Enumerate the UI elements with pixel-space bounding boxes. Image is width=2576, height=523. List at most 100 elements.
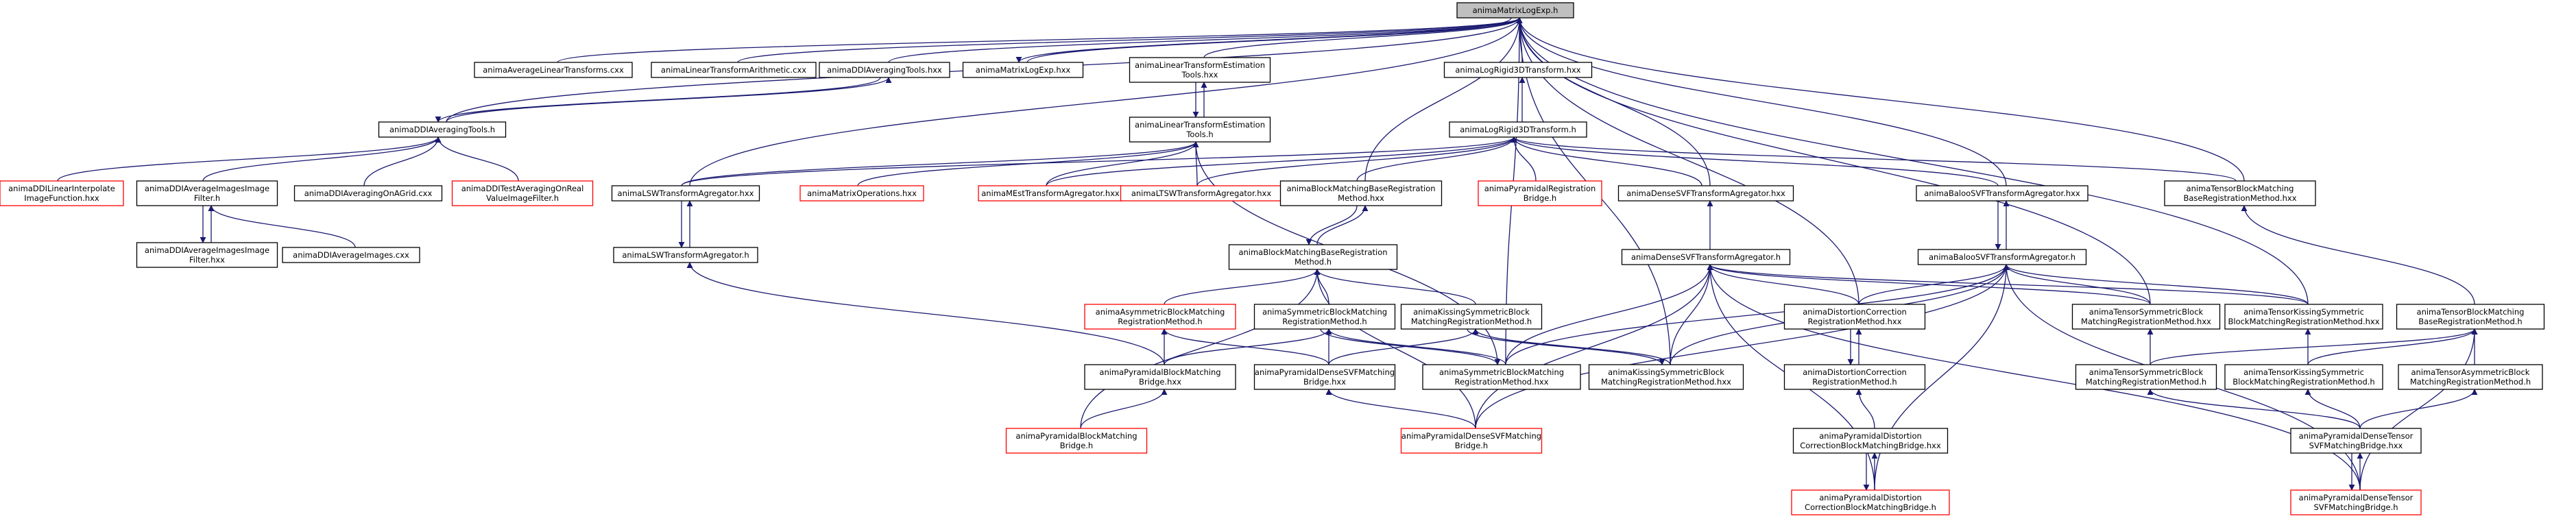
file-node-label: animaTensorSymmetricBlock — [2089, 367, 2204, 377]
file-node-n15[interactable]: animaMatrixOperations.hxx — [799, 185, 924, 202]
file-node-box — [136, 242, 278, 268]
file-node-n27[interactable]: animaDenseSVFTransformAgregator.h — [1621, 249, 1791, 265]
file-node-box — [799, 185, 924, 202]
dependency-edge — [202, 136, 442, 182]
file-node-n21[interactable]: animaBalooSVFTransformAgregator.hxx — [1916, 185, 2089, 202]
dependency-edge — [1855, 389, 1875, 429]
file-node-label: RegistrationMethod.h — [1282, 317, 1367, 326]
file-node-box — [378, 121, 507, 138]
dependency-edge — [363, 136, 442, 186]
dependency-edge — [1164, 328, 1332, 365]
file-node-n4[interactable]: animaMatrixLogExp.hxx — [962, 62, 1084, 78]
file-node-n3[interactable]: animaDDIAveragingTools.hxx — [819, 62, 950, 78]
file-node-n13[interactable]: animaDDITestAveragingOnRealValueImageFil… — [451, 180, 594, 206]
file-node-n46[interactable]: animaPyramidalDistortionCorrectionBlockM… — [1792, 428, 1949, 454]
file-node-n35[interactable]: animaTensorBlockMatchingBaseRegistration… — [2396, 304, 2545, 330]
dependency-edge — [1164, 269, 1321, 305]
file-node-label: RegistrationMethod.hxx — [1454, 377, 1548, 387]
file-node-n14[interactable]: animaLSWTransformAgregator.hxx — [611, 185, 760, 202]
file-node-n10[interactable]: animaDDILinearInterpolateImageFunction.h… — [0, 180, 124, 206]
file-node-n17[interactable]: animaLTSWTransformAgregator.hxx — [1120, 185, 1283, 202]
file-node-n28[interactable]: animaBalooSVFTransformAgregator.h — [1917, 249, 2087, 265]
file-node-box — [2075, 364, 2217, 390]
file-node-label: animaPyramidalRegistration — [1484, 184, 1596, 193]
file-node-n31[interactable]: animaKissingSymmetricBlockMatchingRegist… — [1400, 304, 1543, 330]
file-node-n20[interactable]: animaDenseSVFTransformAgregator.hxx — [1617, 185, 1794, 202]
file-node-n22[interactable]: animaTensorBlockMatchingBaseRegistration… — [2164, 180, 2316, 206]
dependency-edge — [1314, 269, 1476, 305]
file-node-n1[interactable]: animaAverageLinearTransforms.cxx — [474, 62, 633, 78]
file-node-n47[interactable]: animaPyramidalDenseTensorSVFMatchingBrid… — [2290, 428, 2422, 454]
file-node-label: Method.hxx — [1338, 193, 1384, 203]
file-node-n12[interactable]: animaDDIAveragingOnAGrid.cxx — [293, 185, 443, 202]
file-node-box — [282, 247, 420, 263]
file-node-n18[interactable]: animaBlockMatchingBaseRegistrationMethod… — [1279, 180, 1443, 206]
dependency-edge — [737, 17, 1523, 63]
file-node-n29[interactable]: animaAsymmetricBlockMatchingRegistration… — [1084, 304, 1236, 330]
file-node-n7[interactable]: animaDDIAveragingTools.h — [378, 121, 507, 138]
file-node-label: animaBalooSVFTransformAgregator.hxx — [1924, 188, 2080, 198]
file-node-label: animaPyramidalDistortion — [1819, 431, 1922, 441]
file-node-box — [1400, 304, 1543, 330]
dependency-edge — [1015, 17, 1512, 63]
file-node-n49[interactable]: animaPyramidalDenseTensorSVFMatchingBrid… — [2290, 489, 2422, 515]
file-node-label: animaLSWTransformAgregator.hxx — [618, 188, 754, 198]
file-node-box — [1478, 180, 1602, 206]
file-node-n6[interactable]: animaLogRigid3DTransform.hxx — [1443, 62, 1593, 78]
file-node-n34[interactable]: animaTensorKissingSymmetricBlockMatching… — [2224, 304, 2383, 330]
dependency-edge — [208, 205, 356, 248]
file-node-label: animaAsymmetricBlockMatching — [1096, 307, 1225, 317]
file-node-n39[interactable]: animaKissingSymmetricBlockMatchingRegist… — [1588, 364, 1744, 390]
dependency-edge — [681, 141, 1199, 186]
file-node-label: animaPyramidalDenseSVFMatching — [1255, 367, 1395, 377]
dependency-edge — [1080, 269, 1321, 429]
file-node-n0[interactable]: animaMatrixLogExp.h — [1456, 2, 1574, 19]
file-node-box — [651, 62, 817, 78]
file-node-n33[interactable]: animaTensorSymmetricBlockMatchingRegistr… — [2071, 304, 2221, 330]
file-node-n9[interactable]: animaLogRigid3DTransform.h — [1449, 121, 1587, 138]
file-node-box — [819, 62, 950, 78]
file-node-n32[interactable]: animaDistortionCorrectionRegistrationMet… — [1783, 304, 1926, 330]
file-node-label: animaPyramidalDenseTensor — [2299, 493, 2414, 502]
file-node-n16[interactable]: animaMEstTransformAgregator.hxx — [978, 185, 1123, 202]
file-node-n48[interactable]: animaPyramidalDistortionCorrectionBlockM… — [1791, 489, 1950, 515]
file-node-n42[interactable]: animaTensorKissingSymmetricBlockMatching… — [2224, 364, 2383, 390]
file-node-label: animaDenseSVFTransformAgregator.h — [1631, 252, 1781, 262]
file-node-n26[interactable]: animaBlockMatchingBaseRegistrationMethod… — [1228, 244, 1398, 270]
file-node-n41[interactable]: animaTensorSymmetricBlockMatchingRegistr… — [2075, 364, 2217, 390]
file-node-label: animaAverageLinearTransforms.cxx — [483, 65, 624, 75]
file-node-box — [1279, 180, 1443, 206]
file-node-box — [2071, 304, 2221, 330]
file-node-label: RegistrationMethod.hxx — [1807, 317, 1901, 326]
file-node-label: animaBalooSVFTransformAgregator.h — [1929, 252, 2075, 262]
file-node-n38[interactable]: animaSymmetricBlockMatchingRegistrationM… — [1422, 364, 1581, 390]
file-node-box — [2398, 364, 2543, 390]
dependency-edge — [686, 262, 1165, 365]
file-node-n30[interactable]: animaSymmetricBlockMatchingRegistrationM… — [1253, 304, 1396, 330]
file-node-label: Bridge.h — [1455, 441, 1488, 450]
file-node-label: BaseRegistrationMethod.hxx — [2183, 193, 2296, 203]
dependency-edge — [1472, 328, 1671, 365]
file-node-n2[interactable]: animaLinearTransformArithmetic.cxx — [651, 62, 817, 78]
file-node-label: animaPyramidalDenseSVFMatching — [1401, 431, 1541, 441]
file-node-box — [613, 247, 758, 263]
dependency-edge — [1516, 17, 2245, 182]
file-node-box — [1792, 428, 1949, 454]
file-node-n24[interactable]: animaDDIAverageImages.cxx — [282, 247, 420, 263]
file-node-n40[interactable]: animaDistortionCorrectionRegistrationMet… — [1783, 364, 1926, 390]
file-node-label: Filter.h — [194, 193, 220, 203]
file-node-label: animaDistortionCorrection — [1803, 307, 1907, 317]
file-node-n43[interactable]: animaTensorAsymmetricBlockMatchingRegist… — [2398, 364, 2543, 390]
file-node-box — [1917, 249, 2087, 265]
file-node-n25[interactable]: animaLSWTransformAgregator.h — [613, 247, 758, 263]
